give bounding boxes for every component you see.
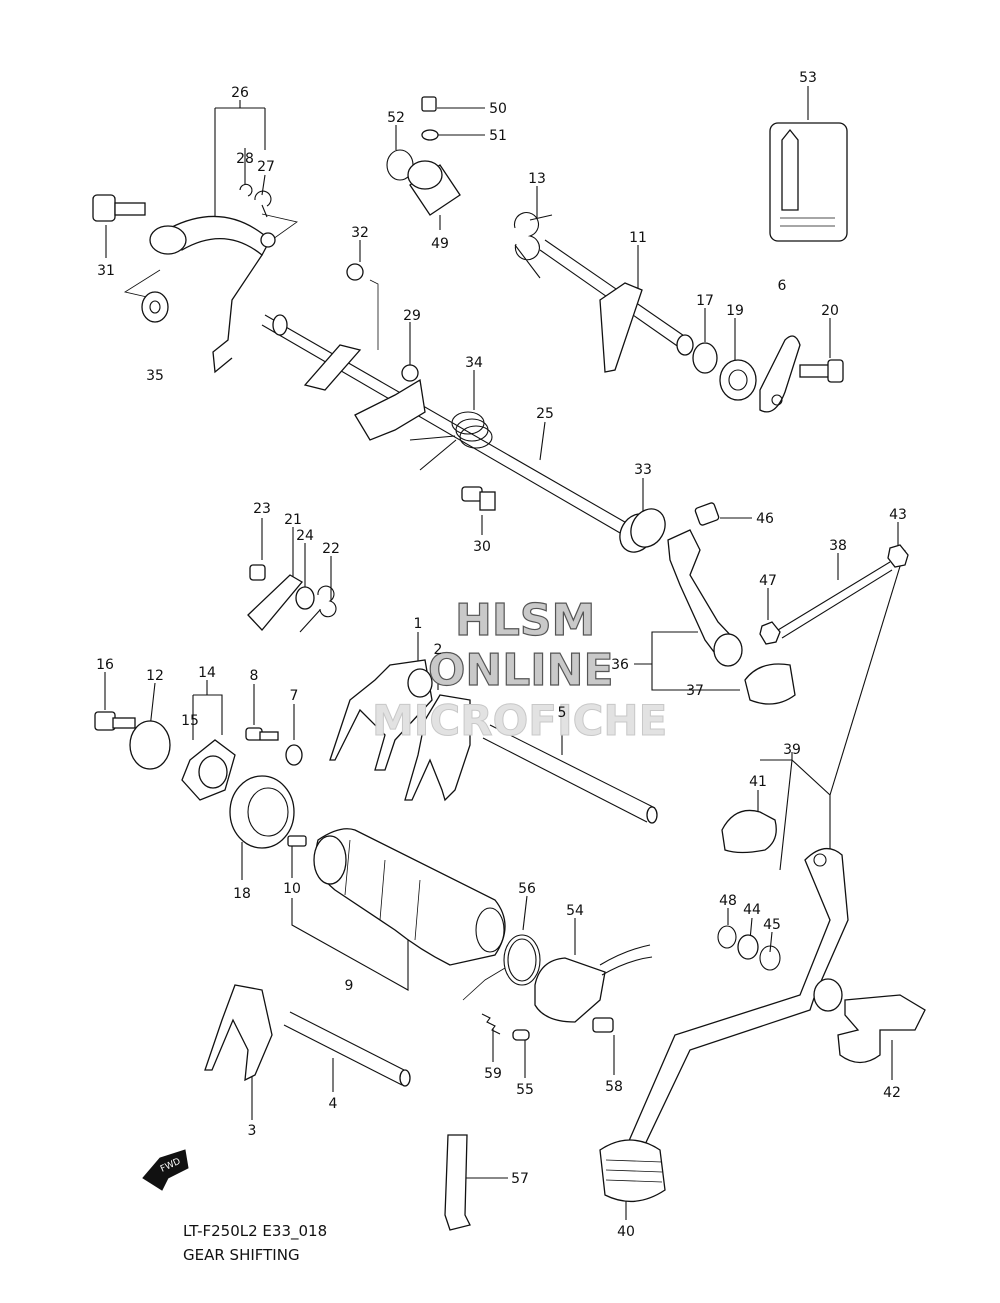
- callout-50: 50: [489, 101, 507, 117]
- watermark-line3: MICROFICHE: [372, 696, 667, 745]
- callout-48: 48: [719, 893, 737, 909]
- callout-38: 38: [829, 538, 847, 554]
- callout-35: 35: [146, 368, 164, 384]
- bolt-31: [92, 194, 146, 222]
- callout-1: 1: [414, 616, 423, 632]
- callout-23: 23: [253, 501, 271, 517]
- shaft-arm: [354, 378, 426, 441]
- callout-7: 7: [290, 688, 299, 704]
- callout-34: 34: [465, 355, 483, 371]
- callout-20: 20: [821, 303, 839, 319]
- callout-10: 10: [283, 881, 301, 897]
- callout-46: 46: [756, 511, 774, 527]
- callout-25: 25: [536, 406, 554, 422]
- callout-5: 5: [558, 705, 567, 721]
- callout-16: 16: [96, 657, 114, 673]
- gear-shift-shaft: [261, 314, 666, 553]
- callout-40: 40: [617, 1224, 635, 1240]
- gear-shift-arm-assy: [149, 215, 276, 374]
- callout-31: 31: [97, 263, 115, 279]
- callout-58: 58: [605, 1079, 623, 1095]
- cam-stopper-group: [247, 564, 337, 633]
- callout-56: 56: [518, 881, 536, 897]
- callout-36: 36: [611, 657, 629, 673]
- callout-24: 24: [296, 528, 314, 544]
- spring-13: [513, 211, 553, 279]
- bearing-18: [229, 775, 295, 849]
- callout-15: 15: [181, 713, 199, 729]
- callout-30: 30: [473, 539, 491, 555]
- pedal-rubber: [599, 1139, 666, 1203]
- callout-22: 22: [322, 541, 340, 557]
- callout-17: 17: [696, 293, 714, 309]
- callout-2: 2: [434, 642, 443, 658]
- callout-19: 19: [726, 303, 744, 319]
- callout-labels: 1 2 3 4 5 6 7 8 9 10 11 12 13 14 15 16 1…: [96, 70, 907, 1240]
- bracket-57: [444, 1134, 471, 1231]
- callout-6: 6: [778, 278, 787, 294]
- watermark-line1: HLSM: [455, 595, 595, 646]
- watermark-line2: ONLINE: [428, 645, 614, 696]
- callout-21: 21: [284, 512, 302, 528]
- callout-26: 26: [231, 85, 249, 101]
- callout-29: 29: [403, 308, 421, 324]
- callout-54: 54: [566, 903, 584, 919]
- diagram-title: GEAR SHIFTING: [183, 1246, 300, 1264]
- model-code: LT-F250L2 E33_018: [183, 1222, 327, 1241]
- washer-35: [141, 291, 169, 323]
- shift-fork-3: [204, 984, 273, 1082]
- callout-51: 51: [489, 128, 507, 144]
- shift-forks-1-2: [329, 659, 471, 802]
- fwd-arrow-icon: FWD: [142, 1149, 189, 1191]
- footer: LT-F250L2 E33_018 GEAR SHIFTING: [183, 1222, 327, 1264]
- callout-28: 28: [236, 151, 254, 167]
- callout-13: 13: [528, 171, 546, 187]
- return-spring: [409, 411, 493, 471]
- callout-55: 55: [516, 1082, 534, 1098]
- callout-59: 59: [484, 1066, 502, 1082]
- callout-41: 41: [749, 774, 767, 790]
- callout-8: 8: [250, 668, 259, 684]
- callout-11: 11: [629, 230, 647, 246]
- callout-33: 33: [634, 462, 652, 478]
- callout-39: 39: [783, 742, 801, 758]
- stopper-arm: [759, 335, 801, 413]
- callout-45: 45: [763, 917, 781, 933]
- shaft-11: [539, 239, 694, 373]
- callout-47: 47: [759, 573, 777, 589]
- callout-3: 3: [248, 1123, 257, 1139]
- parts: [92, 96, 926, 1231]
- cap-assembly: [386, 96, 461, 216]
- callout-44: 44: [743, 902, 761, 918]
- callout-37: 37: [686, 683, 704, 699]
- fork-shaft-5: [482, 724, 658, 824]
- callout-32: 32: [351, 225, 369, 241]
- callout-42: 42: [883, 1085, 901, 1101]
- callout-12: 12: [146, 668, 164, 684]
- callout-52: 52: [387, 110, 405, 126]
- callout-9: 9: [345, 978, 354, 994]
- callout-27: 27: [257, 159, 275, 175]
- callout-57: 57: [511, 1171, 529, 1187]
- gearshift-lever: [624, 848, 849, 1156]
- callout-4: 4: [329, 1096, 338, 1112]
- gear-shift-cam-drum: [313, 828, 506, 966]
- gear-position-switch: [534, 957, 606, 1023]
- callout-14: 14: [198, 665, 216, 681]
- callout-18: 18: [233, 886, 251, 902]
- watermark: HLSM ONLINE MICROFICHE: [372, 594, 668, 745]
- callout-53: 53: [799, 70, 817, 86]
- callout-49: 49: [431, 236, 449, 252]
- callout-43: 43: [889, 507, 907, 523]
